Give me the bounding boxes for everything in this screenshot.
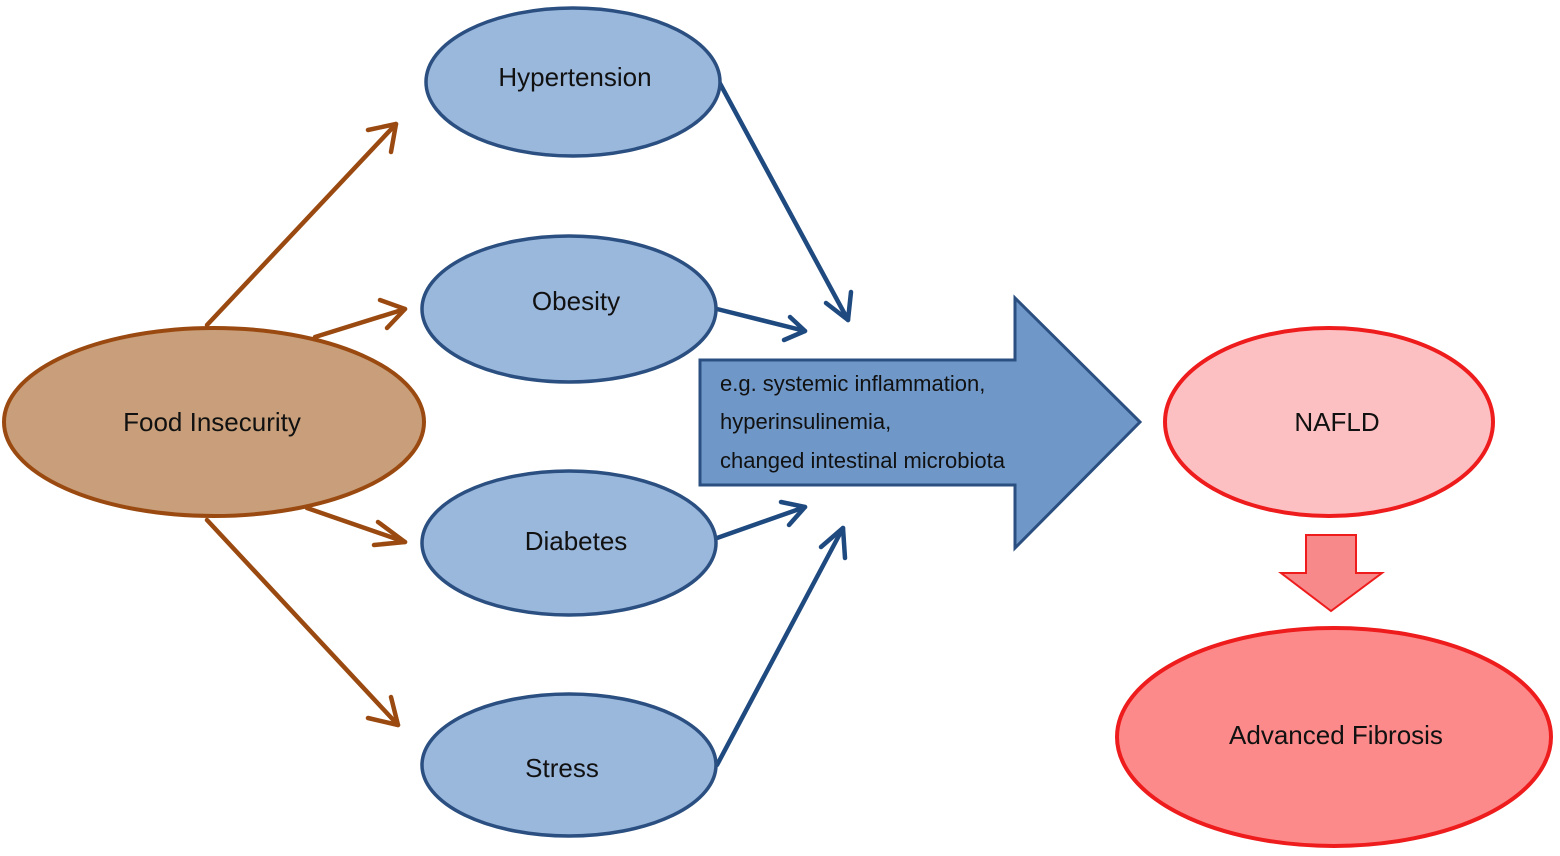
diabetes-label: Diabetes <box>525 526 628 556</box>
arrow-hypertension-to-mechanism <box>714 75 854 323</box>
obesity-node <box>420 234 718 384</box>
diabetes-node <box>420 469 718 617</box>
hypertension-node <box>424 6 722 158</box>
mechanism-text-line-2: hyperinsulinemia, <box>720 409 891 434</box>
mechanism-text-line-3: changed intestinal microbiota <box>720 448 1006 473</box>
advanced-fibrosis-label: Advanced Fibrosis <box>1229 720 1443 750</box>
food-insecurity-node <box>2 326 426 518</box>
stress-node <box>420 692 718 838</box>
arrow-obesity-to-mechanism <box>714 306 808 343</box>
nafld-to-fibrosis-arrow <box>1278 534 1386 613</box>
nafld-label: NAFLD <box>1294 407 1379 437</box>
stress-label: Stress <box>525 753 599 783</box>
arrow-stress-to-mechanism <box>714 525 848 768</box>
arrow-food-to-stress <box>204 517 401 728</box>
hypertension-label: Hypertension <box>498 62 651 92</box>
obesity-label: Obesity <box>532 286 620 316</box>
arrow-food-to-obesity <box>312 297 408 340</box>
mechanism-arrow <box>698 294 1143 552</box>
arrow-food-to-diabetes <box>304 505 408 548</box>
risk-factor-arrows <box>714 75 854 768</box>
advanced-fibrosis-node <box>1115 626 1553 848</box>
nafld-node <box>1163 326 1495 518</box>
food-insecurity-arrows <box>204 121 408 728</box>
arrow-food-to-hypertension <box>204 121 399 328</box>
food-insecurity-label: Food Insecurity <box>123 407 301 437</box>
mechanism-text-line-1: e.g. systemic inflammation, <box>720 371 985 396</box>
arrow-diabetes-to-mechanism <box>714 499 808 541</box>
